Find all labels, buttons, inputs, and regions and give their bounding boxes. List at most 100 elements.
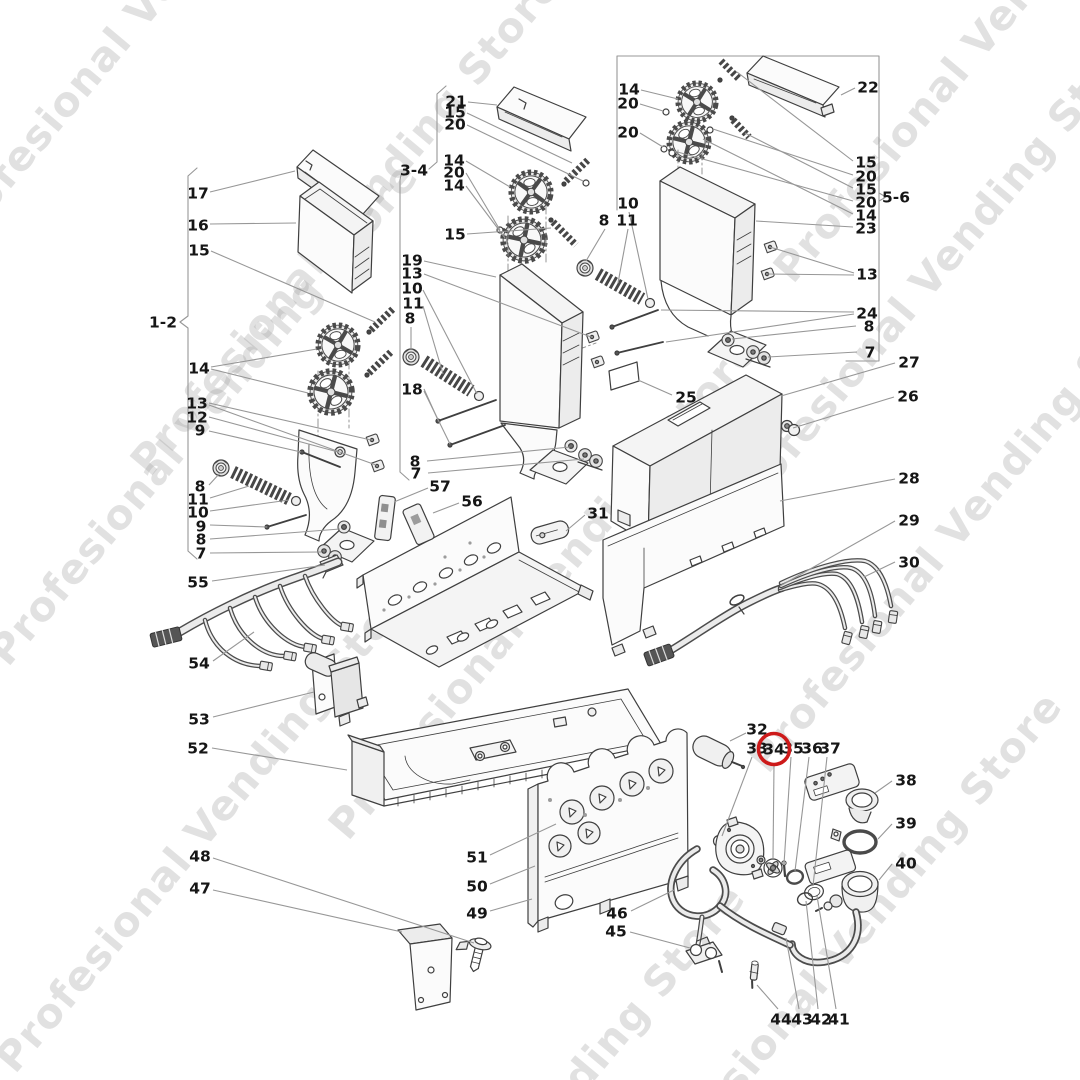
- part-label-14: 14: [618, 81, 640, 99]
- part-label-8: 8: [599, 212, 610, 230]
- part-label-13: 13: [186, 395, 208, 413]
- leader-line-11: [422, 305, 444, 375]
- part-label-20: 20: [855, 168, 877, 186]
- cup-bracket-38: [804, 763, 879, 824]
- washer-20: [706, 126, 714, 134]
- ribbon-connector: [643, 643, 675, 667]
- leader-line-21: [467, 101, 498, 106]
- part-label-10: 10: [617, 195, 639, 213]
- leader-line-13: [208, 404, 377, 466]
- part-label-29: 29: [898, 512, 920, 530]
- part-label-37: 37: [819, 740, 841, 758]
- leader-line-41: [816, 895, 837, 1010]
- pins-24: [609, 309, 664, 356]
- part-label-44: 44: [770, 1011, 792, 1029]
- leader-line-45: [629, 931, 691, 949]
- leader-line-20: [465, 172, 501, 231]
- leader-line-55: [211, 564, 326, 582]
- leader-line-14: [465, 160, 511, 188]
- callout-layer: 1716151-21413129811109875554535248472115…: [149, 71, 920, 1029]
- diagram-line-art: [149, 55, 899, 1011]
- impeller-34: [763, 858, 783, 878]
- part-label-8: 8: [195, 478, 206, 496]
- leader-line-40: [878, 863, 893, 881]
- washer-20: [668, 149, 676, 157]
- leader-line-8: [426, 446, 571, 462]
- part-label-50: 50: [466, 878, 488, 896]
- gear-motor-53: [304, 652, 369, 727]
- lever-56: [402, 503, 435, 546]
- part-label-9: 9: [196, 518, 207, 536]
- leader-line-48: [212, 857, 475, 944]
- group-bracket-3-4: [399, 85, 447, 481]
- leader-line-39: [877, 823, 893, 840]
- springs-15: [717, 58, 752, 140]
- wire-plug: [887, 609, 899, 625]
- inlet-valve-45: [685, 936, 723, 973]
- hopper-assembly-3-4: [399, 85, 640, 485]
- leader-line-14: [465, 185, 506, 239]
- leader-line-51: [489, 823, 557, 856]
- part-label-7: 7: [196, 545, 207, 563]
- leader-line-28: [779, 478, 896, 502]
- part-label-45: 45: [605, 923, 627, 941]
- part-label-49: 49: [466, 905, 488, 923]
- sprocket-gear-14: [667, 120, 712, 165]
- part-label-22: 22: [857, 79, 879, 97]
- leader-line-22: [840, 87, 856, 96]
- leader-line-20: [673, 150, 854, 202]
- part-label-12: 12: [186, 409, 208, 427]
- leader-line-53: [212, 691, 315, 718]
- leader-line-14: [702, 138, 854, 215]
- part-label-10: 10: [401, 280, 423, 298]
- part-label-20: 20: [443, 164, 465, 182]
- pins-9: [264, 449, 341, 530]
- part-label-20: 20: [444, 116, 466, 134]
- part-label-54: 54: [188, 655, 210, 673]
- dispenser-face-panel-49-50-51: [527, 728, 689, 933]
- lid-21: [496, 86, 587, 152]
- wire-plug: [339, 621, 355, 633]
- leader-line-26: [792, 396, 895, 429]
- part-label-46: 46: [606, 905, 628, 923]
- part-label-40: 40: [895, 855, 917, 873]
- part-label-51: 51: [466, 849, 488, 867]
- springs-15: [364, 305, 397, 378]
- leader-line-11: [209, 485, 250, 499]
- leader-line-12: [208, 416, 339, 453]
- part-label-9: 9: [195, 422, 206, 440]
- clip-13: [585, 329, 601, 344]
- leader-line-24: [665, 313, 855, 343]
- hopper-body-lower: [660, 280, 771, 368]
- part-label-8: 8: [405, 310, 416, 328]
- base-tray-52: [347, 688, 662, 807]
- part-label-57: 57: [429, 478, 451, 496]
- auger-assembly: [576, 259, 656, 309]
- leader-line-14: [640, 89, 679, 100]
- leader-line-54: [212, 631, 255, 662]
- cable-harness-29-30: [643, 558, 899, 667]
- part-label-25: 25: [675, 389, 697, 407]
- leader-line-16: [209, 222, 297, 225]
- leader-line-15: [736, 71, 854, 162]
- screw-48: [455, 937, 492, 973]
- canister-23: [659, 166, 756, 316]
- wire-plug: [302, 642, 318, 654]
- part-label-17: 17: [187, 185, 209, 203]
- leader-line-8: [585, 228, 606, 262]
- part-label-23: 23: [855, 220, 877, 238]
- part-label-32: 32: [746, 721, 768, 739]
- button-31: [530, 520, 570, 545]
- lid-22: [746, 55, 840, 118]
- part-label-20: 20: [617, 95, 639, 113]
- leader-line-15: [466, 112, 573, 164]
- washer-20: [662, 108, 670, 116]
- leader-line-7: [767, 351, 858, 358]
- leader-line-24: [660, 309, 855, 313]
- part-label-34: 34: [763, 741, 785, 759]
- leader-line-25: [637, 379, 673, 396]
- part-label-13: 13: [401, 265, 423, 283]
- cable-harness-54-55: [149, 557, 355, 672]
- pump-flange-33: [715, 816, 766, 880]
- wire-plug: [258, 660, 274, 672]
